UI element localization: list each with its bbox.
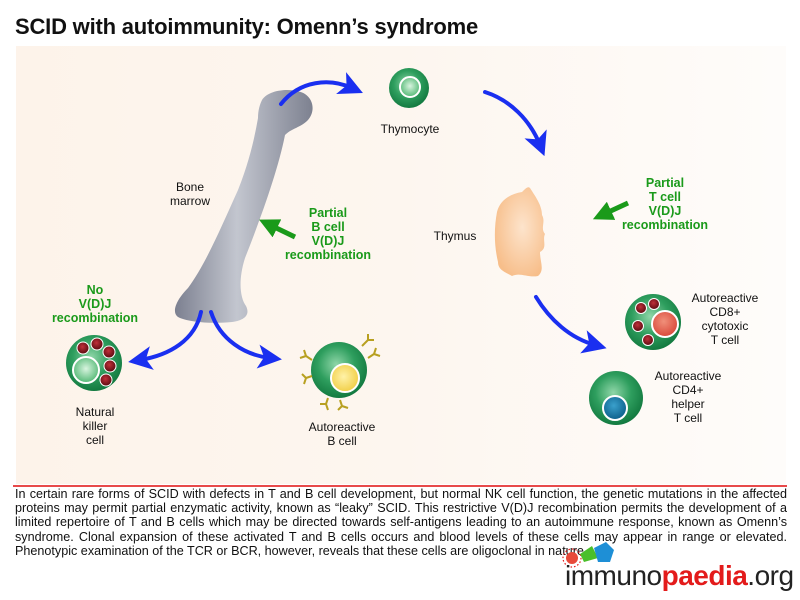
b-cell	[299, 334, 381, 411]
arrow-partial-b	[258, 219, 297, 240]
arrow-bone-to-bcell	[209, 310, 282, 369]
arrow-thymus-to-tcells	[534, 295, 607, 354]
annotation-no-vdj: No V(D)J recombination	[51, 283, 139, 325]
label-b-cell: Autoreactive B cell	[308, 420, 376, 448]
description-text: In certain rare forms of SCID with defec…	[15, 487, 787, 558]
cd4-cell	[589, 371, 643, 425]
label-cd4-cell: Autoreactive CD4+ helper T cell	[654, 369, 722, 425]
label-cd8-cell: Autoreactive CD8+ cytotoxic T cell	[691, 291, 759, 347]
label-nk-cell: Natural killer cell	[75, 405, 115, 447]
cd8-cell	[625, 294, 681, 350]
label-thymocyte: Thymocyte	[380, 122, 440, 136]
arrow-bone-to-thymocyte	[279, 72, 363, 106]
thymocyte-cell	[389, 68, 429, 108]
logo-molecule-icon	[562, 542, 614, 568]
slide-title: SCID with autoimmunity: Omenn’s syndrome	[15, 14, 479, 39]
nk-cell	[66, 335, 122, 391]
bone-icon	[174, 90, 313, 323]
logo-highlight: paedia	[661, 560, 748, 591]
annotation-partial-t: Partial T cell V(D)J recombination	[621, 176, 709, 232]
label-thymus: Thymus	[433, 229, 477, 243]
arrow-thymocyte-to-thymus	[483, 90, 547, 157]
divider-line	[13, 485, 787, 487]
annotation-partial-b: Partial B cell V(D)J recombination	[284, 206, 372, 262]
arrow-bone-to-nk	[128, 310, 203, 370]
immunopaedia-logo: immunopaedia.org	[565, 560, 794, 592]
diagram-background	[16, 46, 786, 484]
logo-prefix: immuno	[565, 560, 662, 591]
logo-suffix: .org	[747, 560, 794, 591]
arrow-partial-t	[592, 200, 630, 220]
thymus-icon	[494, 187, 545, 277]
label-bone-marrow: Bone marrow	[169, 180, 210, 208]
